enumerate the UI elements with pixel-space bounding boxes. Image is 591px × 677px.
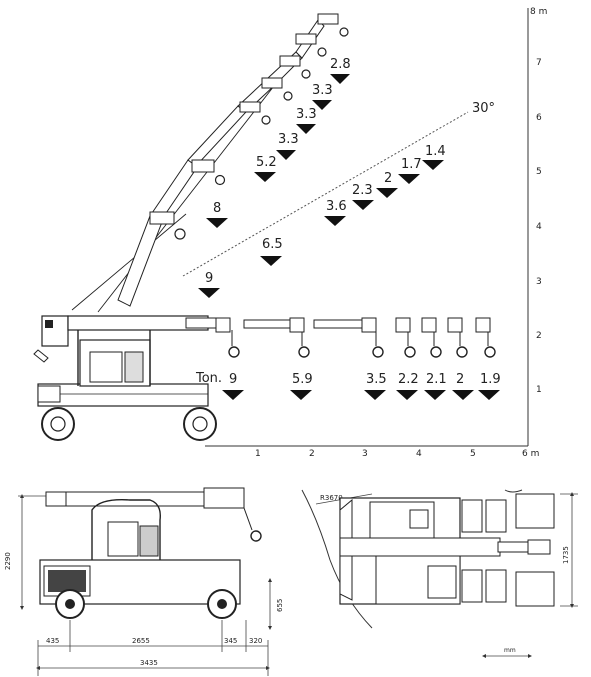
load-value: 3.6 — [326, 199, 347, 214]
dim-length-total: 3435 — [140, 659, 158, 667]
load-triangle — [424, 390, 446, 400]
top-view-drawing: R3670 1735 mm — [301, 489, 578, 658]
dim-front-overhang: 435 — [46, 637, 59, 645]
y-tick-6: 6 — [536, 113, 542, 123]
load-triangle — [290, 390, 312, 400]
dim-wheelbase: 2655 — [132, 637, 150, 645]
load-value: 2.8 — [330, 57, 351, 72]
dim-rear-a: 345 — [224, 637, 237, 645]
load-value: 3.3 — [312, 83, 333, 98]
x-tick-3: 3 — [362, 449, 368, 459]
load-value: 2.1 — [426, 372, 447, 387]
y-tick-3: 3 — [536, 277, 542, 287]
load-value: 8 — [213, 201, 221, 216]
load-value: 2.3 — [352, 183, 373, 198]
load-triangle — [312, 100, 332, 110]
load-triangle — [254, 172, 276, 182]
y-axis-unit: 8 m — [530, 7, 547, 17]
load-chart: 7 6 5 4 3 2 1 8 m 1 2 3 4 5 6 m 30° — [33, 7, 547, 459]
load-value: 2 — [384, 171, 392, 186]
y-tick-4: 4 — [536, 222, 542, 232]
load-value: 5.9 — [292, 372, 313, 387]
angle-label: 30° — [472, 101, 495, 116]
load-triangle — [330, 74, 350, 84]
load-triangle — [296, 124, 316, 134]
y-tick-1: 1 — [536, 385, 542, 395]
load-value: 1.7 — [401, 157, 422, 172]
load-triangle — [206, 218, 228, 228]
load-markers-vertical: 2.8 3.3 3.3 3.3 5.2 8 6.5 9 — [198, 57, 351, 298]
load-triangle — [222, 390, 244, 400]
angle-30-line — [182, 111, 469, 277]
x-axis-unit: 6 m — [522, 449, 539, 459]
load-value: 2 — [456, 372, 464, 387]
x-tick-2: 2 — [309, 449, 315, 459]
load-markers-horizontal: Ton. 9 5.9 3.5 2.2 2.1 2 1.9 — [195, 371, 501, 400]
load-value: 3.5 — [366, 372, 387, 387]
y-tick-5: 5 — [536, 167, 542, 177]
load-triangle — [478, 390, 500, 400]
load-triangle — [276, 150, 296, 160]
load-triangle — [376, 188, 398, 198]
load-value: 1.9 — [480, 372, 501, 387]
load-triangle — [198, 288, 220, 298]
load-triangle — [324, 216, 346, 226]
crane-illustration — [33, 13, 331, 441]
x-tick-1: 1 — [255, 449, 261, 459]
load-value: 3.3 — [278, 132, 299, 147]
y-tick-2: 2 — [536, 331, 542, 341]
load-triangle — [364, 390, 386, 400]
load-triangle — [260, 256, 282, 266]
load-value: 9 — [205, 271, 213, 286]
load-value: 2.2 — [398, 372, 419, 387]
horizontal-boom-heads — [243, 317, 496, 358]
load-triangle — [452, 390, 474, 400]
load-triangle — [352, 200, 374, 210]
load-triangle — [398, 174, 420, 184]
radius-label: R3670 — [320, 494, 343, 502]
load-triangle — [396, 390, 418, 400]
x-tick-4: 4 — [416, 449, 422, 459]
load-value: 1.4 — [425, 144, 446, 159]
load-value: 3.3 — [296, 107, 317, 122]
y-tick-7: 7 — [536, 58, 542, 68]
load-value: 9 — [229, 372, 237, 387]
x-tick-5: 5 — [470, 449, 476, 459]
dim-height-total: 2290 — [4, 552, 12, 570]
dim-height-lower: 655 — [276, 599, 284, 612]
load-markers-30deg: 1.4 1.7 2 2.3 3.6 — [324, 144, 446, 226]
load-value: 5.2 — [256, 155, 277, 170]
ton-label: Ton. — [195, 371, 222, 386]
load-triangle — [422, 160, 444, 170]
dim-rear-b: 320 — [249, 637, 262, 645]
boom-heads — [149, 13, 349, 240]
unit-label: mm — [504, 647, 516, 654]
load-value: 6.5 — [262, 237, 283, 252]
side-view-drawing: 2290 655 435 2655 345 320 3435 — [4, 487, 284, 676]
width-label: 1735 — [562, 546, 570, 564]
